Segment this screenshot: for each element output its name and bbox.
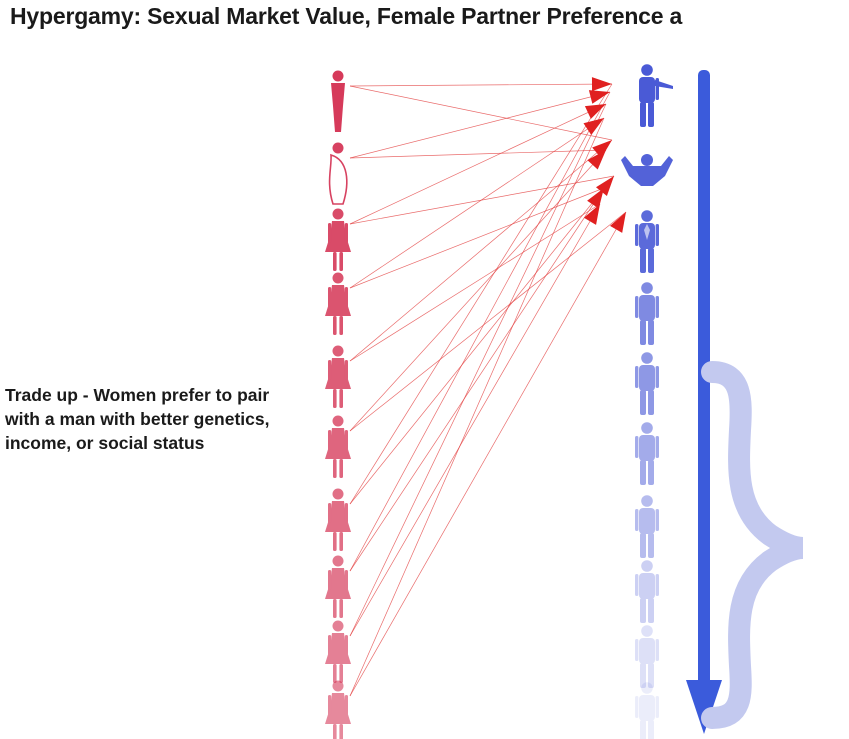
preference-line [349, 117, 605, 289]
woman-icon [325, 415, 351, 478]
woman-icon [325, 272, 351, 335]
preference-line [349, 211, 627, 432]
preference-line [349, 187, 605, 572]
arrowhead [587, 150, 606, 170]
businessman-icon [639, 64, 673, 127]
woman-icon [325, 208, 351, 271]
arrowhead [591, 77, 612, 92]
preference-line [349, 103, 607, 225]
caption-line-1: Trade up - Women prefer to pair [5, 385, 270, 405]
man-icon [635, 682, 659, 739]
preference-line [349, 91, 611, 572]
diagram-title: Hypergamy: Sexual Market Value, Female P… [10, 3, 683, 29]
arrowhead [610, 212, 626, 233]
trade-up-caption: Trade up - Women prefer to pair with a m… [5, 383, 310, 455]
preference-line [349, 149, 607, 159]
ranking-down-arrow [686, 70, 722, 734]
suited-man-icon [635, 210, 659, 273]
muscleman-icon [621, 154, 673, 186]
arrowhead [596, 176, 614, 196]
lower-tier-brace [701, 361, 804, 729]
arrowhead [584, 104, 606, 119]
preference-line [349, 175, 615, 505]
arrowhead [583, 118, 604, 135]
preference-line [349, 117, 605, 697]
preference-line [349, 211, 627, 697]
woman-icon [331, 70, 345, 132]
preference-line [349, 91, 611, 159]
preference-lines [349, 83, 627, 697]
arrowhead [588, 90, 610, 104]
female-column [325, 70, 351, 739]
arrowhead [592, 140, 612, 159]
preference-line [349, 83, 613, 505]
woman-icon [325, 345, 351, 408]
male-column [621, 64, 673, 739]
woman-icon [325, 555, 351, 618]
woman-icon [325, 488, 351, 551]
preference-line [349, 203, 601, 362]
woman-icon [328, 142, 348, 205]
preference-line [349, 139, 613, 362]
man-icon [635, 495, 659, 558]
preference-arrowheads [583, 77, 626, 233]
preference-line [349, 149, 607, 432]
preference-line [349, 83, 613, 87]
preference-line [349, 85, 613, 141]
woman-icon [325, 620, 351, 683]
arrowhead [583, 204, 600, 225]
man-icon [635, 625, 659, 688]
man-icon [635, 560, 659, 623]
woman-icon [325, 680, 351, 739]
preference-line [349, 203, 601, 637]
man-icon [635, 422, 659, 485]
preference-line [349, 187, 605, 289]
caption-line-3: income, or social status [5, 433, 205, 453]
preference-line [349, 103, 607, 637]
man-icon [635, 352, 659, 415]
arrowhead [587, 188, 604, 209]
man-icon [635, 282, 659, 345]
caption-line-2: with a man with better genetics, [5, 409, 270, 429]
